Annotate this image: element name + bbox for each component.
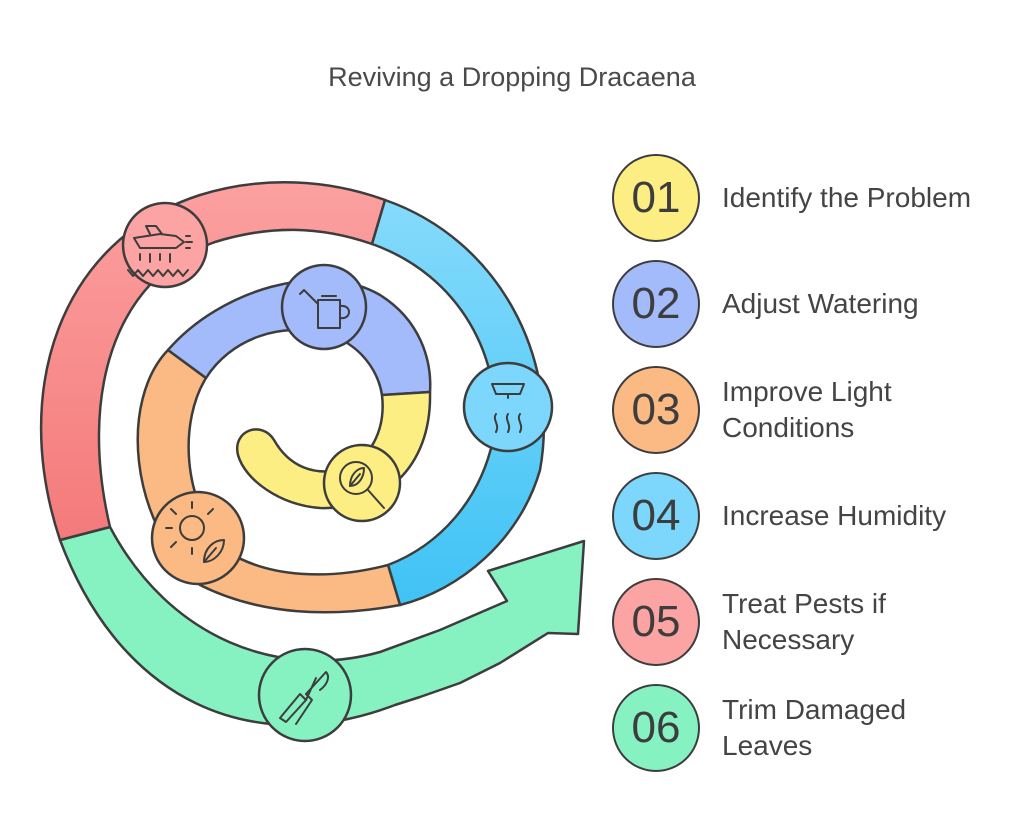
step-number-badge: 04 [612,472,700,560]
diagram-title: Reviving a Dropping Dracaena [328,62,696,92]
segment-trim-damaged-leaves [58,525,586,727]
sun-leaf-icon [165,501,225,563]
crop-duster-icon [127,225,193,277]
step-number-badge: 01 [612,154,700,242]
step-01: 01 Identify the Problem [612,150,1012,246]
step-04: 04 Increase Humidity [612,468,1012,564]
watering-can-icon [299,289,350,329]
magnifier-leaf-icon [339,461,385,509]
step-02: 02 Adjust Watering [612,256,1012,352]
step-label: Treat Pests if Necessary [722,588,886,655]
step-number-badge: 06 [612,684,700,772]
step-number-badge: 05 [612,578,700,666]
crop-duster-circle [121,201,209,289]
magnifier-leaf-circle [322,443,402,523]
step-06: 06 Trim Damaged Leaves [612,680,942,776]
step-label: Identify the Problem [722,182,972,213]
humidifier-circle [462,361,554,453]
step-03: 03 Improve Light Conditions [612,362,922,458]
step-label: Increase Humidity [722,500,947,531]
step-label: Trim Damaged Leaves [722,694,907,761]
step-number-badge: 03 [612,366,700,454]
watering-can-circle [280,263,368,351]
spiral-diagram [39,181,586,743]
step-label: Adjust Watering [722,288,919,319]
step-number-badge: 02 [612,260,700,348]
pruning-shears-icon [279,671,329,725]
pruning-shears-circle [257,647,353,743]
humidifier-icon [491,383,525,433]
step-label: Improve Light Conditions [722,376,892,443]
step-05: 05 Treat Pests if Necessary [612,574,922,670]
